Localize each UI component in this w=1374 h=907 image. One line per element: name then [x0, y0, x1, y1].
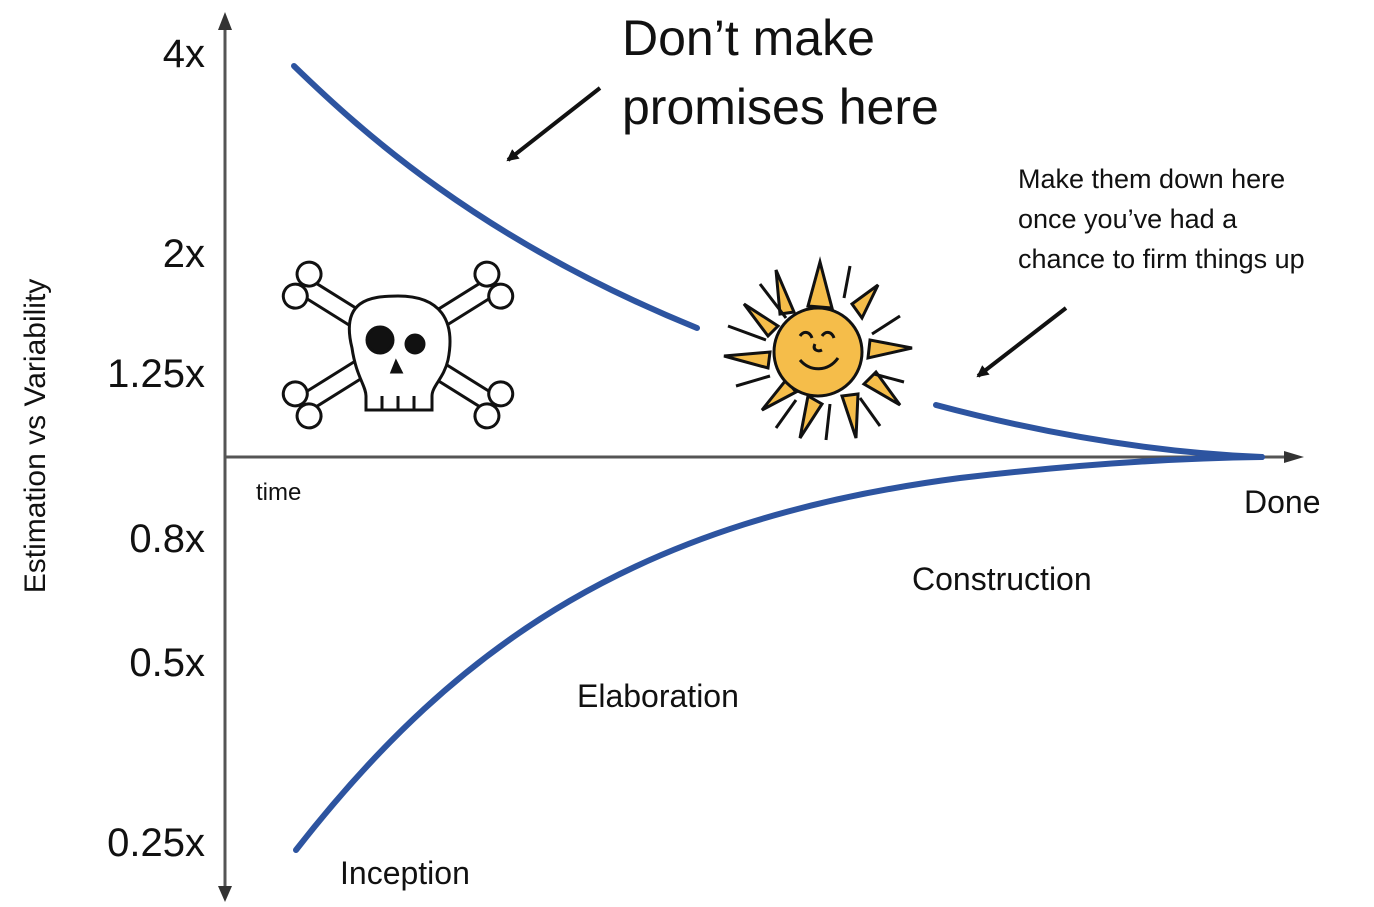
- secondary-callout-line: once you’ve had a: [1018, 204, 1238, 234]
- sun-icon: [723, 256, 913, 441]
- x-axis: [225, 451, 1304, 463]
- main-callout-line: Don’t make: [622, 10, 875, 66]
- phase-label-elaboration: Elaboration: [577, 678, 739, 714]
- phase-label-inception: Inception: [340, 855, 470, 891]
- x-axis-label: time: [256, 479, 301, 506]
- main-callout-arrow: [506, 86, 602, 162]
- y-axis-label: Estimation vs Variability: [19, 279, 52, 594]
- upper-cone-curve: [291, 63, 700, 331]
- y-tick-label: 2x: [163, 232, 205, 276]
- phase-label-construction: Construction: [912, 561, 1092, 597]
- upper-cone-curve-tail: [933, 402, 1265, 460]
- secondary-callout: Make them down here once you’ve had a ch…: [1018, 164, 1305, 274]
- secondary-callout-arrow: [976, 306, 1068, 378]
- secondary-callout-line: chance to firm things up: [1018, 244, 1305, 274]
- main-callout: Don’t make promises here: [622, 10, 939, 135]
- lower-cone-curve: [293, 454, 1265, 853]
- y-tick-label: 4x: [163, 32, 205, 76]
- secondary-callout-line: Make them down here: [1018, 164, 1285, 194]
- main-callout-line: promises here: [622, 79, 939, 135]
- done-label: Done: [1244, 484, 1321, 520]
- y-tick-label: 1.25x: [107, 352, 205, 396]
- y-tick-label: 0.8x: [129, 517, 205, 561]
- skull-and-crossbones-icon: [281, 260, 515, 430]
- y-tick-label: 0.25x: [107, 821, 205, 865]
- y-tick-label: 0.5x: [129, 641, 205, 685]
